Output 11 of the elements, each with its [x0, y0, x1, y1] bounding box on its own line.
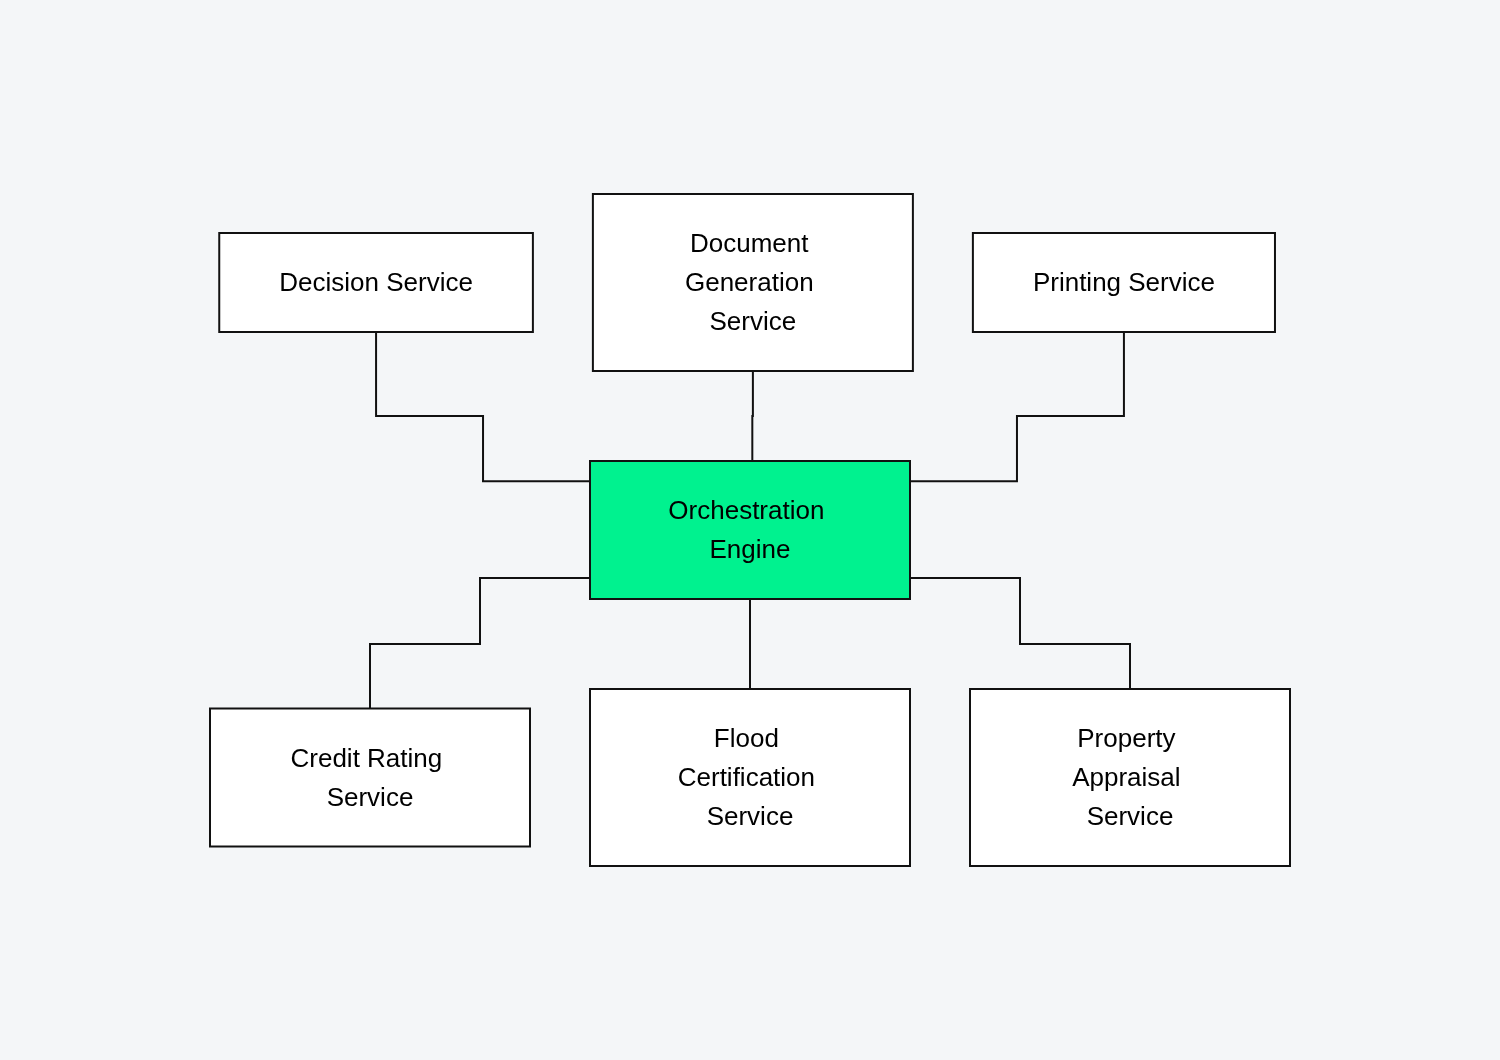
node-box: Flood Certification Service — [589, 688, 911, 867]
node-box: Property Appraisal Service — [969, 688, 1291, 867]
connector — [749, 598, 751, 690]
node-box: Printing Service — [971, 232, 1276, 333]
connector — [750, 370, 754, 462]
node-box: Credit Rating Service — [209, 707, 531, 848]
connector — [375, 331, 591, 483]
connector — [369, 577, 591, 710]
node-box: Decision Service — [218, 232, 534, 333]
node-box: Orchestration Engine — [589, 460, 911, 600]
node-box: Document Generation Service — [591, 193, 914, 372]
